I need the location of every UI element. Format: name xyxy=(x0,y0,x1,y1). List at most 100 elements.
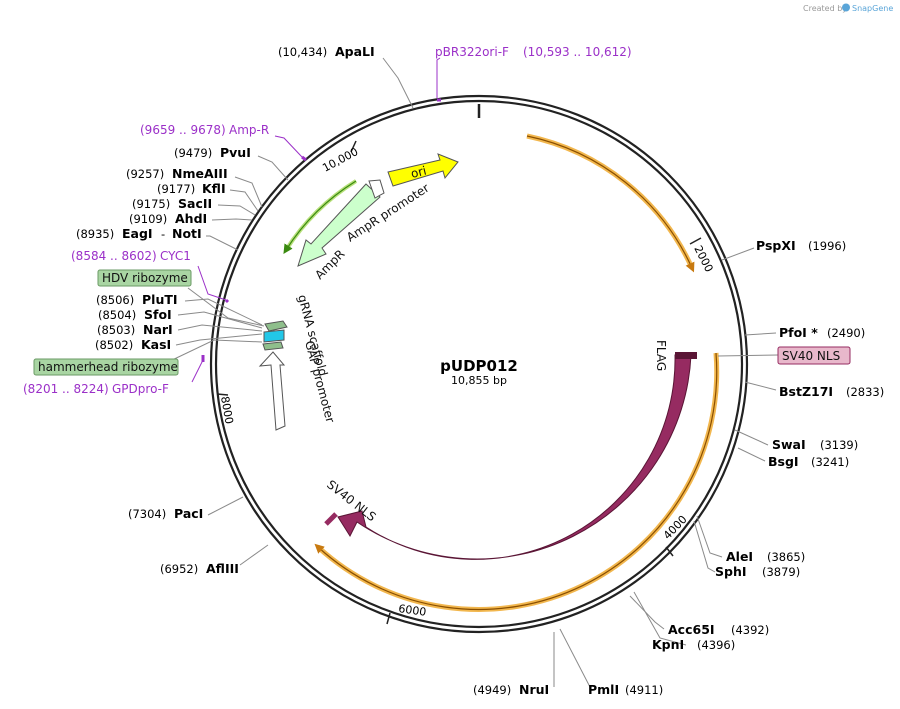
site-apali: (10,434) ApaLI xyxy=(278,44,375,59)
primer-cyc1-name: CYC1 xyxy=(160,249,191,263)
site-eagi-noti: (8935) EagI - NotI xyxy=(76,226,202,241)
site-aflii: (6952) AflIII xyxy=(160,561,239,576)
orf-arc-cas9 xyxy=(316,352,720,612)
svg-text:(9479): (9479) xyxy=(174,146,212,160)
tick-label-6000: 6000 xyxy=(398,602,428,619)
svg-text:(9109): (9109) xyxy=(129,212,167,226)
svg-text:NarI: NarI xyxy=(143,322,173,337)
cas9-label: Cas9 xyxy=(550,552,583,577)
backbone-outer-strand xyxy=(209,94,749,634)
svg-text:AflIII: AflIII xyxy=(206,561,239,576)
primer-ampr-range: (9659 .. 9678) xyxy=(140,123,226,137)
svg-text:(9175): (9175) xyxy=(132,197,170,211)
site-nari: (8503) NarI xyxy=(97,322,173,337)
primer-ampr-name: Amp-R xyxy=(229,123,269,137)
ori-label: ori xyxy=(409,164,428,181)
primer-gpdpro: (8201 .. 8224) GPDpro-F xyxy=(23,355,205,396)
ampr-feature: AmpR AmpR promoter xyxy=(297,179,432,282)
hdv-ribozyme-box: HDV ribozyme xyxy=(97,269,192,287)
svg-text:(3879): (3879) xyxy=(762,565,800,579)
tick-label-2000: 2000 xyxy=(691,243,715,274)
tick-label-8000: 8000 xyxy=(218,395,236,425)
gap-promoter-arrow xyxy=(258,351,286,431)
site-paci: (7304) PacI xyxy=(128,506,203,521)
svg-text:(8935): (8935) xyxy=(76,227,114,241)
svg-text:(4949): (4949) xyxy=(473,683,511,697)
snapgene-logo-icon xyxy=(842,3,850,12)
site-pspxi: PspXI (1996) xyxy=(756,238,846,253)
svg-text:PfoI *: PfoI * xyxy=(779,325,818,340)
svg-text:(3241): (3241) xyxy=(811,455,849,469)
grna-scaffold-mark xyxy=(263,329,285,343)
svg-text:ApaLI: ApaLI xyxy=(335,44,375,59)
tick-mark-8000 xyxy=(216,393,229,396)
ori-feature: ori xyxy=(387,153,459,187)
ampr-promoter-arrow xyxy=(368,179,385,199)
svg-text:(3865): (3865) xyxy=(767,550,805,564)
ampr-arrow xyxy=(297,183,381,267)
site-sfoi: (8504) SfoI xyxy=(98,307,172,322)
sv40-nls-box: SV40 NLS xyxy=(777,346,851,365)
svg-text:(8502): (8502) xyxy=(95,338,133,352)
cas9-arrow xyxy=(337,354,692,560)
hammerhead-ribozyme-mark xyxy=(262,341,284,351)
plasmid-title: pUDP012 10,855 bp xyxy=(440,357,518,387)
svg-text:BstZ17I: BstZ17I xyxy=(779,384,833,399)
site-sphi: SphI (3879) xyxy=(715,564,800,579)
site-swai: SwaI (3139) xyxy=(772,437,858,452)
sv40-nls-bottom-mark xyxy=(324,512,338,526)
flag-label: FLAG xyxy=(654,340,668,371)
svg-text:(10,434): (10,434) xyxy=(278,45,327,59)
cas9-feature: Cas9 FLAG SV40 NLS xyxy=(324,340,697,577)
svg-text:BsgI: BsgI xyxy=(768,454,799,469)
tick-mark-6000 xyxy=(386,612,391,625)
svg-text:KpnI: KpnI xyxy=(652,637,684,652)
svg-text:AhdI: AhdI xyxy=(175,211,207,226)
svg-text:KasI: KasI xyxy=(141,337,171,352)
primer-cyc1: (8584 .. 8602) CYC1 xyxy=(71,249,230,304)
grna-cassette: gRNA scaffold GAP promoter xyxy=(258,293,337,431)
svg-text:PspXI: PspXI xyxy=(756,238,796,253)
tick-mark-2000 xyxy=(689,237,702,245)
svg-text:(4392): (4392) xyxy=(731,623,769,637)
svg-text:NotI: NotI xyxy=(172,226,202,241)
svg-text:NruI: NruI xyxy=(519,682,549,697)
svg-text:(1996): (1996) xyxy=(808,239,846,253)
site-bsgi: BsgI (3241) xyxy=(768,454,849,469)
svg-text:(2833): (2833) xyxy=(846,385,884,399)
site-kasi: (8502) KasI xyxy=(95,337,171,352)
site-pfoi: PfoI * (2490) xyxy=(779,325,865,340)
site-kfli: (9177) KflI xyxy=(157,181,226,196)
ori-arrow xyxy=(387,153,459,187)
orf-arc-cas9-line xyxy=(314,352,718,611)
credit-brand: SnapGene xyxy=(852,4,893,13)
flag-tag xyxy=(675,352,697,359)
site-leaders xyxy=(167,57,779,688)
svg-text:PluTI: PluTI xyxy=(142,292,178,307)
orf-arc-top-right xyxy=(526,133,695,270)
orf-arc-top-right-line xyxy=(526,135,695,273)
credit-prefix: Created by xyxy=(803,4,847,13)
svg-text:(7304): (7304) xyxy=(128,507,166,521)
hammerhead-ribozyme-label: hammerhead ribozyme xyxy=(38,360,178,374)
backbone xyxy=(209,94,749,634)
svg-text:(2490): (2490) xyxy=(827,326,865,340)
svg-text:AleI: AleI xyxy=(726,549,753,564)
sv40-nls-box-label: SV40 NLS xyxy=(782,349,840,363)
tick-mark-4000 xyxy=(665,546,674,557)
svg-text:PmlI: PmlI xyxy=(588,682,619,697)
site-acc65i: Acc65I (4392) xyxy=(668,622,769,637)
site-bstz17i: BstZ17I (2833) xyxy=(779,384,884,399)
snapgene-credit: Created by SnapGene xyxy=(803,3,893,13)
primer-pbr322ori: pBR322ori-F (10,593 .. 10,612) xyxy=(435,45,632,102)
svg-text:(4911): (4911) xyxy=(625,683,663,697)
hdv-ribozyme-label: HDV ribozyme xyxy=(102,271,188,285)
site-nrui: (4949) NruI xyxy=(473,682,549,697)
svg-text:PacI: PacI xyxy=(174,506,203,521)
primer-pbr322ori-range: (10,593 .. 10,612) xyxy=(523,45,632,59)
site-ahdi: (9109) AhdI xyxy=(129,211,207,226)
svg-text:KflI: KflI xyxy=(202,181,226,196)
site-pmli: PmlI (4911) xyxy=(588,682,663,697)
orf-arc-ampr-line xyxy=(283,180,357,255)
